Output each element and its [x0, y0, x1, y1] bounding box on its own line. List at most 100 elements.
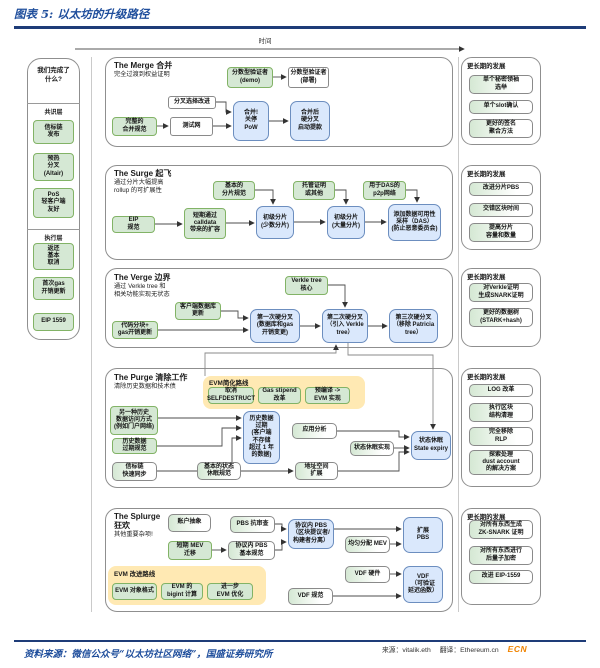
longer-term-label: 更长期的发展 — [467, 274, 506, 281]
node-v-clientdb: 客户端数据库 更新 — [175, 302, 221, 320]
longer-term-label: 更长期的发展 — [467, 63, 506, 70]
node-s-shard1: 初级分片 (少数分片) — [256, 206, 294, 239]
node-sp-expbs: 扩展 PBS — [403, 517, 443, 553]
section-purge-title: The Purge 清除工作 — [114, 373, 188, 382]
credit-translation: 翻译：Ethereum.cn — [439, 647, 499, 654]
title-rule — [14, 26, 586, 29]
node-lt2a: 改进分片PBS — [469, 182, 533, 196]
node-v-verkle: Verkle tree 核心 — [285, 276, 328, 295]
node-sp-vdf: VDF （可验证 延迟函数） — [403, 566, 443, 603]
node-s-calldata: 短期通过 calldata 带来的扩容 — [184, 208, 226, 239]
node-p-alt: 另一种历史 数据访问方式 (例如门户网络) — [110, 406, 158, 435]
longer-term-label: 更长期的发展 — [467, 171, 506, 178]
node-sp-vdfspec: VDF 规范 — [288, 588, 333, 605]
node-p-gasstipend: Gas stipend 改革 — [258, 387, 301, 404]
node-s-p2p: 用于DAS的 p2p网络 — [363, 181, 406, 200]
node-lt1a: 单个秘密领袖 选举 — [469, 75, 533, 94]
node-m-posthf: 合并后 硬分叉 启动提款 — [290, 101, 330, 141]
node-p-statespec: 基本的状态 休眠规范 — [197, 462, 241, 480]
completed-panel-title: 我们完成了 什么? — [37, 67, 70, 84]
node-lp4: 返还 基本 取消 — [33, 243, 74, 270]
divider — [27, 103, 80, 104]
group-label-execution: 执行层 — [44, 236, 63, 242]
node-lt1c: 更好的签名 聚合方法 — [469, 119, 533, 138]
diagram-canvas: 时间 我们完成了 什么? 共识层 执行层 The Merge 合并 完全过渡到权… — [0, 30, 600, 630]
footer-source: 资料来源：微信公众号“以太坊社区网络”，国盛证券研究所 — [24, 649, 273, 660]
section-surge-title: The Surge 起飞 — [114, 169, 172, 178]
section-merge-subtitle: 完全过渡到权益证明 — [114, 71, 170, 78]
node-p-expiryspec: 历史数据 过期规范 — [112, 438, 157, 454]
node-lt4b: 执行区块 结构清理 — [469, 403, 533, 422]
node-s-das: 添加数据可用性 采样（DAS） (防止恶意委员会) — [388, 204, 441, 241]
node-lt2b: 交错区块时间 — [469, 203, 533, 217]
section-splurge-subtitle: 其他重要杂项! — [114, 531, 153, 538]
node-sp-account: 账户抽象 — [168, 514, 211, 532]
figure-title: 图表 5: 以太坊的升级路径 — [14, 7, 150, 21]
evm-improve-group-label: EVM 改进路线 — [114, 571, 156, 578]
node-lp2: 预热 分叉 (Altair) — [33, 153, 74, 181]
section-merge — [105, 57, 453, 147]
node-s-custody: 托管证明 或其他 — [293, 181, 335, 200]
node-lt5b: 对所有东西进行 后量子加密 — [469, 546, 533, 565]
timeline-label: 时间 — [258, 38, 272, 45]
node-sp-pbsspec: 协议内 PBS 基本规范 — [228, 541, 275, 560]
node-p-appanalysis: 应用分析 — [292, 423, 337, 439]
ecn-logo: ECN — [507, 644, 528, 654]
node-sp-bigint: EVM 的 bigint 计算 — [161, 583, 203, 600]
node-lt5a: 对所有东西生成 ZK-SNARK 证明 — [469, 520, 533, 539]
divider — [27, 229, 80, 230]
section-verge-subtitle: 通过 Verkle tree 和 相关功能实现无状态 — [114, 283, 170, 299]
section-surge-subtitle: 通过分片大幅提高 rollup 的可扩展性 — [114, 179, 164, 195]
node-lt1b: 单个slot确认 — [469, 100, 533, 114]
longer-term-label: 更长期的发展 — [467, 514, 506, 521]
node-lt4d: 探索处理 dust account 的解决方案 — [469, 450, 533, 475]
node-m-deploy: 分数型验证者 (部署) — [288, 67, 329, 88]
node-sp-mev: 短期 MEV 迁移 — [168, 541, 212, 560]
node-lt3b: 更好的数据树 (STARK+hash) — [469, 308, 533, 327]
node-m-merge: 合并! 关停 PoW — [233, 101, 269, 141]
node-p-stateimpl: 状态休眠实现 — [350, 441, 394, 456]
node-s-shardspec: 基本的 分片规范 — [213, 181, 255, 200]
node-p-beacon: 信标链 快速同步 — [112, 462, 157, 481]
node-sp-inpbs: 协议内 PBS （区块提议者/ 构建者分离） — [288, 519, 334, 549]
node-v-codechunk: 代码分块+ gas开销更新 — [112, 321, 158, 339]
node-sp-pbscensor: PBS 抗审查 — [230, 516, 275, 533]
node-s-shard2: 初级分片 (大量分片) — [327, 206, 365, 239]
section-splurge-title: The Splurge 狂欢 — [114, 512, 161, 531]
node-m-spec: 完整的 合并规范 — [112, 117, 157, 136]
node-v-hf3: 第三次硬分叉 （移除 Patricia tree） — [389, 309, 438, 343]
node-lp6: EIP 1559 — [33, 313, 74, 331]
node-sp-mevdist: 均匀分配 MEV — [345, 536, 390, 553]
longer-term-label: 更长期的发展 — [467, 374, 506, 381]
node-lp3: PoS 轻客户端 友好 — [33, 188, 74, 218]
node-lp1: 信标链 发布 — [33, 120, 74, 144]
node-sp-evmobj: EVM 对象格式 — [112, 583, 157, 600]
node-lt3a: 对Verkle证明 生成SNARK证明 — [469, 283, 533, 302]
section-verge-title: The Verge 边界 — [114, 273, 171, 282]
node-lp5: 首次gas 开销更新 — [33, 277, 74, 300]
section-purge-subtitle: 清除历史数据和技术债 — [114, 383, 176, 390]
node-p-addrspace: 地址空间 扩展 — [295, 462, 338, 480]
footer-rule — [14, 640, 586, 642]
node-lt4a: LOG 改革 — [469, 384, 533, 397]
node-v-hf2: 第二次硬分叉 （引入 Verkle tree） — [322, 309, 368, 343]
node-p-histexpiry: 历史数据 过期 (客户端 不存储 超过 1 年 的数据) — [243, 411, 280, 464]
node-p-precompile: 预编译 -> EVM 实现 — [305, 387, 350, 404]
node-lt2c: 提高分片 容量和数量 — [469, 223, 533, 242]
node-s-eip: EIP 规范 — [112, 216, 155, 233]
node-lt5c: 改进 EIP-1559 — [469, 570, 533, 584]
node-sp-vdfhw: VDF 硬件 — [345, 566, 390, 583]
credit-source: 来源：vitalik.eth — [382, 647, 431, 654]
credits-row: 来源：vitalik.eth 翻译：Ethereum.cn ECN — [382, 644, 527, 654]
group-label-consensus: 共识层 — [44, 110, 63, 116]
section-merge-title: The Merge 合并 — [114, 61, 173, 70]
node-p-selfdestruct: 取消 SELFDESTRUCT — [207, 387, 255, 404]
node-m-demo: 分数型验证者 (demo) — [227, 67, 273, 88]
longer-term-panel-verge — [461, 268, 541, 347]
node-m-testnet: 测试网 — [170, 117, 213, 136]
node-m-forkchoice: 分叉选择改进 — [168, 96, 216, 109]
node-lt4c: 完全移除 RLP — [469, 427, 533, 446]
node-v-hf1: 第一次硬分叉 (数据库和gas 开销变更) — [250, 309, 300, 343]
node-p-expiry: 状态休眠 State expiry — [411, 431, 451, 460]
